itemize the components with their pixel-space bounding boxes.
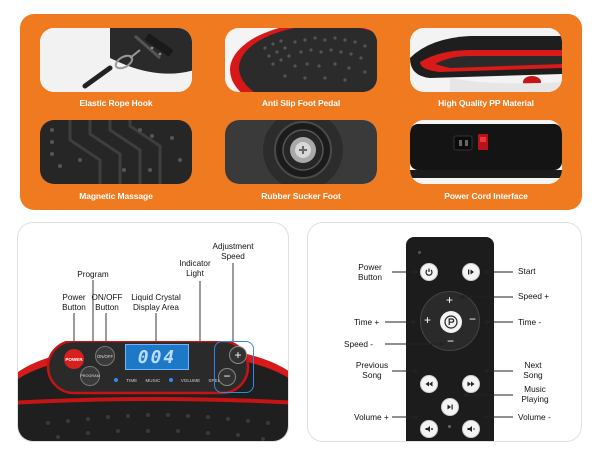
remote-label-speed-minus: Speed - [344, 339, 374, 349]
label-program: Program [77, 270, 109, 279]
feature-image-foot-pedal [225, 28, 377, 92]
remote-label-volume-plus: Volume + [354, 412, 389, 422]
remote-label-power: Power Button [358, 262, 382, 282]
remote-panel: + + − − [307, 222, 582, 442]
brand-logo-icon [444, 315, 458, 329]
remote-previous-button[interactable] [420, 375, 438, 393]
indicator-light-2 [168, 378, 173, 382]
remote-power-button[interactable] [420, 263, 438, 281]
indicator-speed: SPEED [208, 377, 224, 383]
dpad-center-button[interactable] [440, 311, 462, 333]
indicator-time: TIME [126, 377, 138, 383]
remote-volume-plus-button[interactable] [420, 420, 438, 438]
feature-image-sucker-foot [225, 120, 377, 184]
remote-volume-minus-button[interactable] [462, 420, 480, 438]
remote-dpad: + + − − [420, 291, 480, 351]
feature-caption-pp-material: High Quality PP Material [438, 98, 534, 108]
console-program-button[interactable]: PROGRAM [80, 366, 100, 386]
remote-control: + + − − [406, 237, 494, 441]
remote-label-volume-minus: Volume - [518, 412, 551, 422]
next-track-icon [467, 381, 475, 387]
console-onoff-button[interactable]: ON/OFF [95, 346, 115, 366]
volume-down-icon [467, 426, 475, 432]
remote-label-time-plus: Time + [354, 317, 380, 327]
console-program-label: PROGRAM [80, 374, 100, 378]
feature-image-power-cord [410, 120, 562, 184]
feature-image-rope-hook [40, 28, 192, 92]
dpad-speed-plus[interactable]: + [446, 293, 454, 307]
remote-music-button[interactable] [441, 398, 459, 416]
label-indicator-light: Indicator Light [179, 259, 211, 278]
remote-dot [448, 425, 451, 428]
console-power-button[interactable]: POWER [64, 349, 84, 369]
indicator-light-1 [114, 378, 118, 382]
label-display-area: Liquid Crystal Display Area [131, 293, 181, 312]
volume-up-icon [425, 426, 433, 432]
console-power-label: POWER [65, 356, 83, 362]
remote-label-next: Next Song [523, 360, 543, 380]
indicator-row: TIME MUSIC VOLUME SPEED [114, 375, 224, 385]
console-onoff-label: ON/OFF [96, 353, 114, 359]
feature-caption-foot-pedal: Anti Slip Foot Pedal [261, 98, 341, 108]
play-pause-icon [468, 269, 474, 275]
speed-minus-button[interactable]: − [218, 368, 236, 386]
lcd-value: 004 [137, 346, 177, 368]
feature-caption-power-cord: Power Cord Interface [444, 191, 528, 201]
dpad-speed-minus[interactable]: − [447, 334, 455, 348]
indicator-volume: VOLUME [180, 377, 201, 383]
previous-track-icon [425, 381, 433, 387]
dpad-time-plus[interactable]: + [424, 313, 432, 327]
dpad-time-minus[interactable]: − [469, 312, 477, 326]
feature-caption-rope-hook: Elastic Rope Hook [79, 98, 153, 108]
speed-plus-button[interactable]: + [229, 346, 247, 364]
indicator-music: MUSIC [145, 377, 161, 383]
device-console: POWER ON/OFF PROGRAM 004 TIME MUSIC VOLU… [18, 341, 288, 441]
label-power-button: Power Button [62, 293, 86, 312]
remote-next-button[interactable] [462, 375, 480, 393]
remote-label-start: Start [518, 266, 536, 276]
feature-image-magnetic-massage [40, 120, 192, 184]
feature-image-pp-material [410, 28, 562, 92]
features-panel: Elastic Rope Hook [20, 14, 582, 210]
label-onoff-button: ON/OFF Button [91, 293, 123, 312]
remote-label-time-minus: Time - [518, 317, 542, 327]
control-panel: Program Power Button ON/OFF Button Liqui… [17, 222, 289, 442]
power-icon [425, 268, 433, 276]
feature-caption-sucker-foot: Rubber Sucker Foot [261, 191, 341, 201]
remote-label-music-playing: Music Playing [521, 384, 549, 404]
speed-buttons-frame [214, 341, 254, 393]
remote-label-previous: Previous Song [355, 360, 389, 380]
remote-start-button[interactable] [462, 263, 480, 281]
feature-caption-magnetic-massage: Magnetic Massage [79, 191, 153, 201]
remote-arrows [385, 269, 513, 420]
music-play-icon [447, 404, 453, 410]
remote-ir-led [418, 251, 421, 254]
label-adjustment-speed: Adjustment Speed [212, 242, 254, 261]
lcd-display: 004 [125, 344, 189, 370]
remote-label-speed-plus: Speed + [518, 291, 550, 301]
